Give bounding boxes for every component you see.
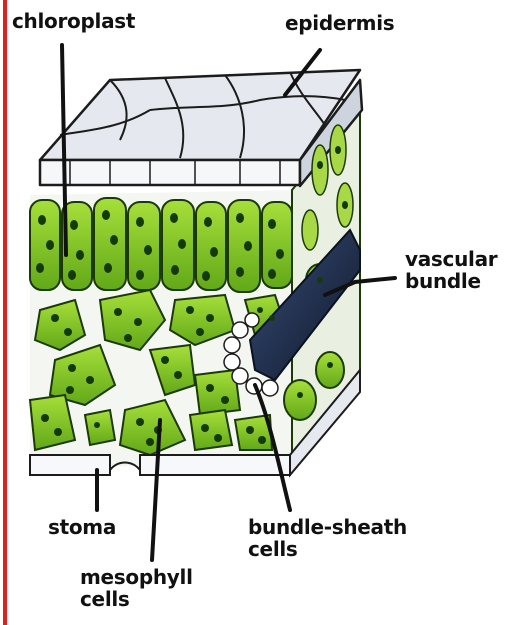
- label-mesophyll-line1: mesophyll: [80, 566, 193, 588]
- label-stoma: stoma: [48, 516, 116, 538]
- label-epidermis: epidermis: [285, 12, 394, 34]
- label-vascular-bundle-line2: bundle: [405, 270, 497, 292]
- label-vascular-bundle: vascular bundle: [405, 248, 497, 292]
- label-bundle-sheath-cells: bundle-sheath cells: [248, 516, 407, 560]
- label-vascular-bundle-line1: vascular: [405, 248, 497, 270]
- label-mesophyll-cells: mesophyll cells: [80, 566, 193, 610]
- label-chloroplast: chloroplast: [12, 10, 135, 32]
- label-stoma-text: stoma: [48, 516, 116, 538]
- label-bundle-sheath-line2: cells: [248, 538, 407, 560]
- label-bundle-sheath-line1: bundle-sheath: [248, 516, 407, 538]
- label-mesophyll-line2: cells: [80, 588, 193, 610]
- label-epidermis-text: epidermis: [285, 12, 394, 34]
- label-chloroplast-text: chloroplast: [12, 10, 135, 32]
